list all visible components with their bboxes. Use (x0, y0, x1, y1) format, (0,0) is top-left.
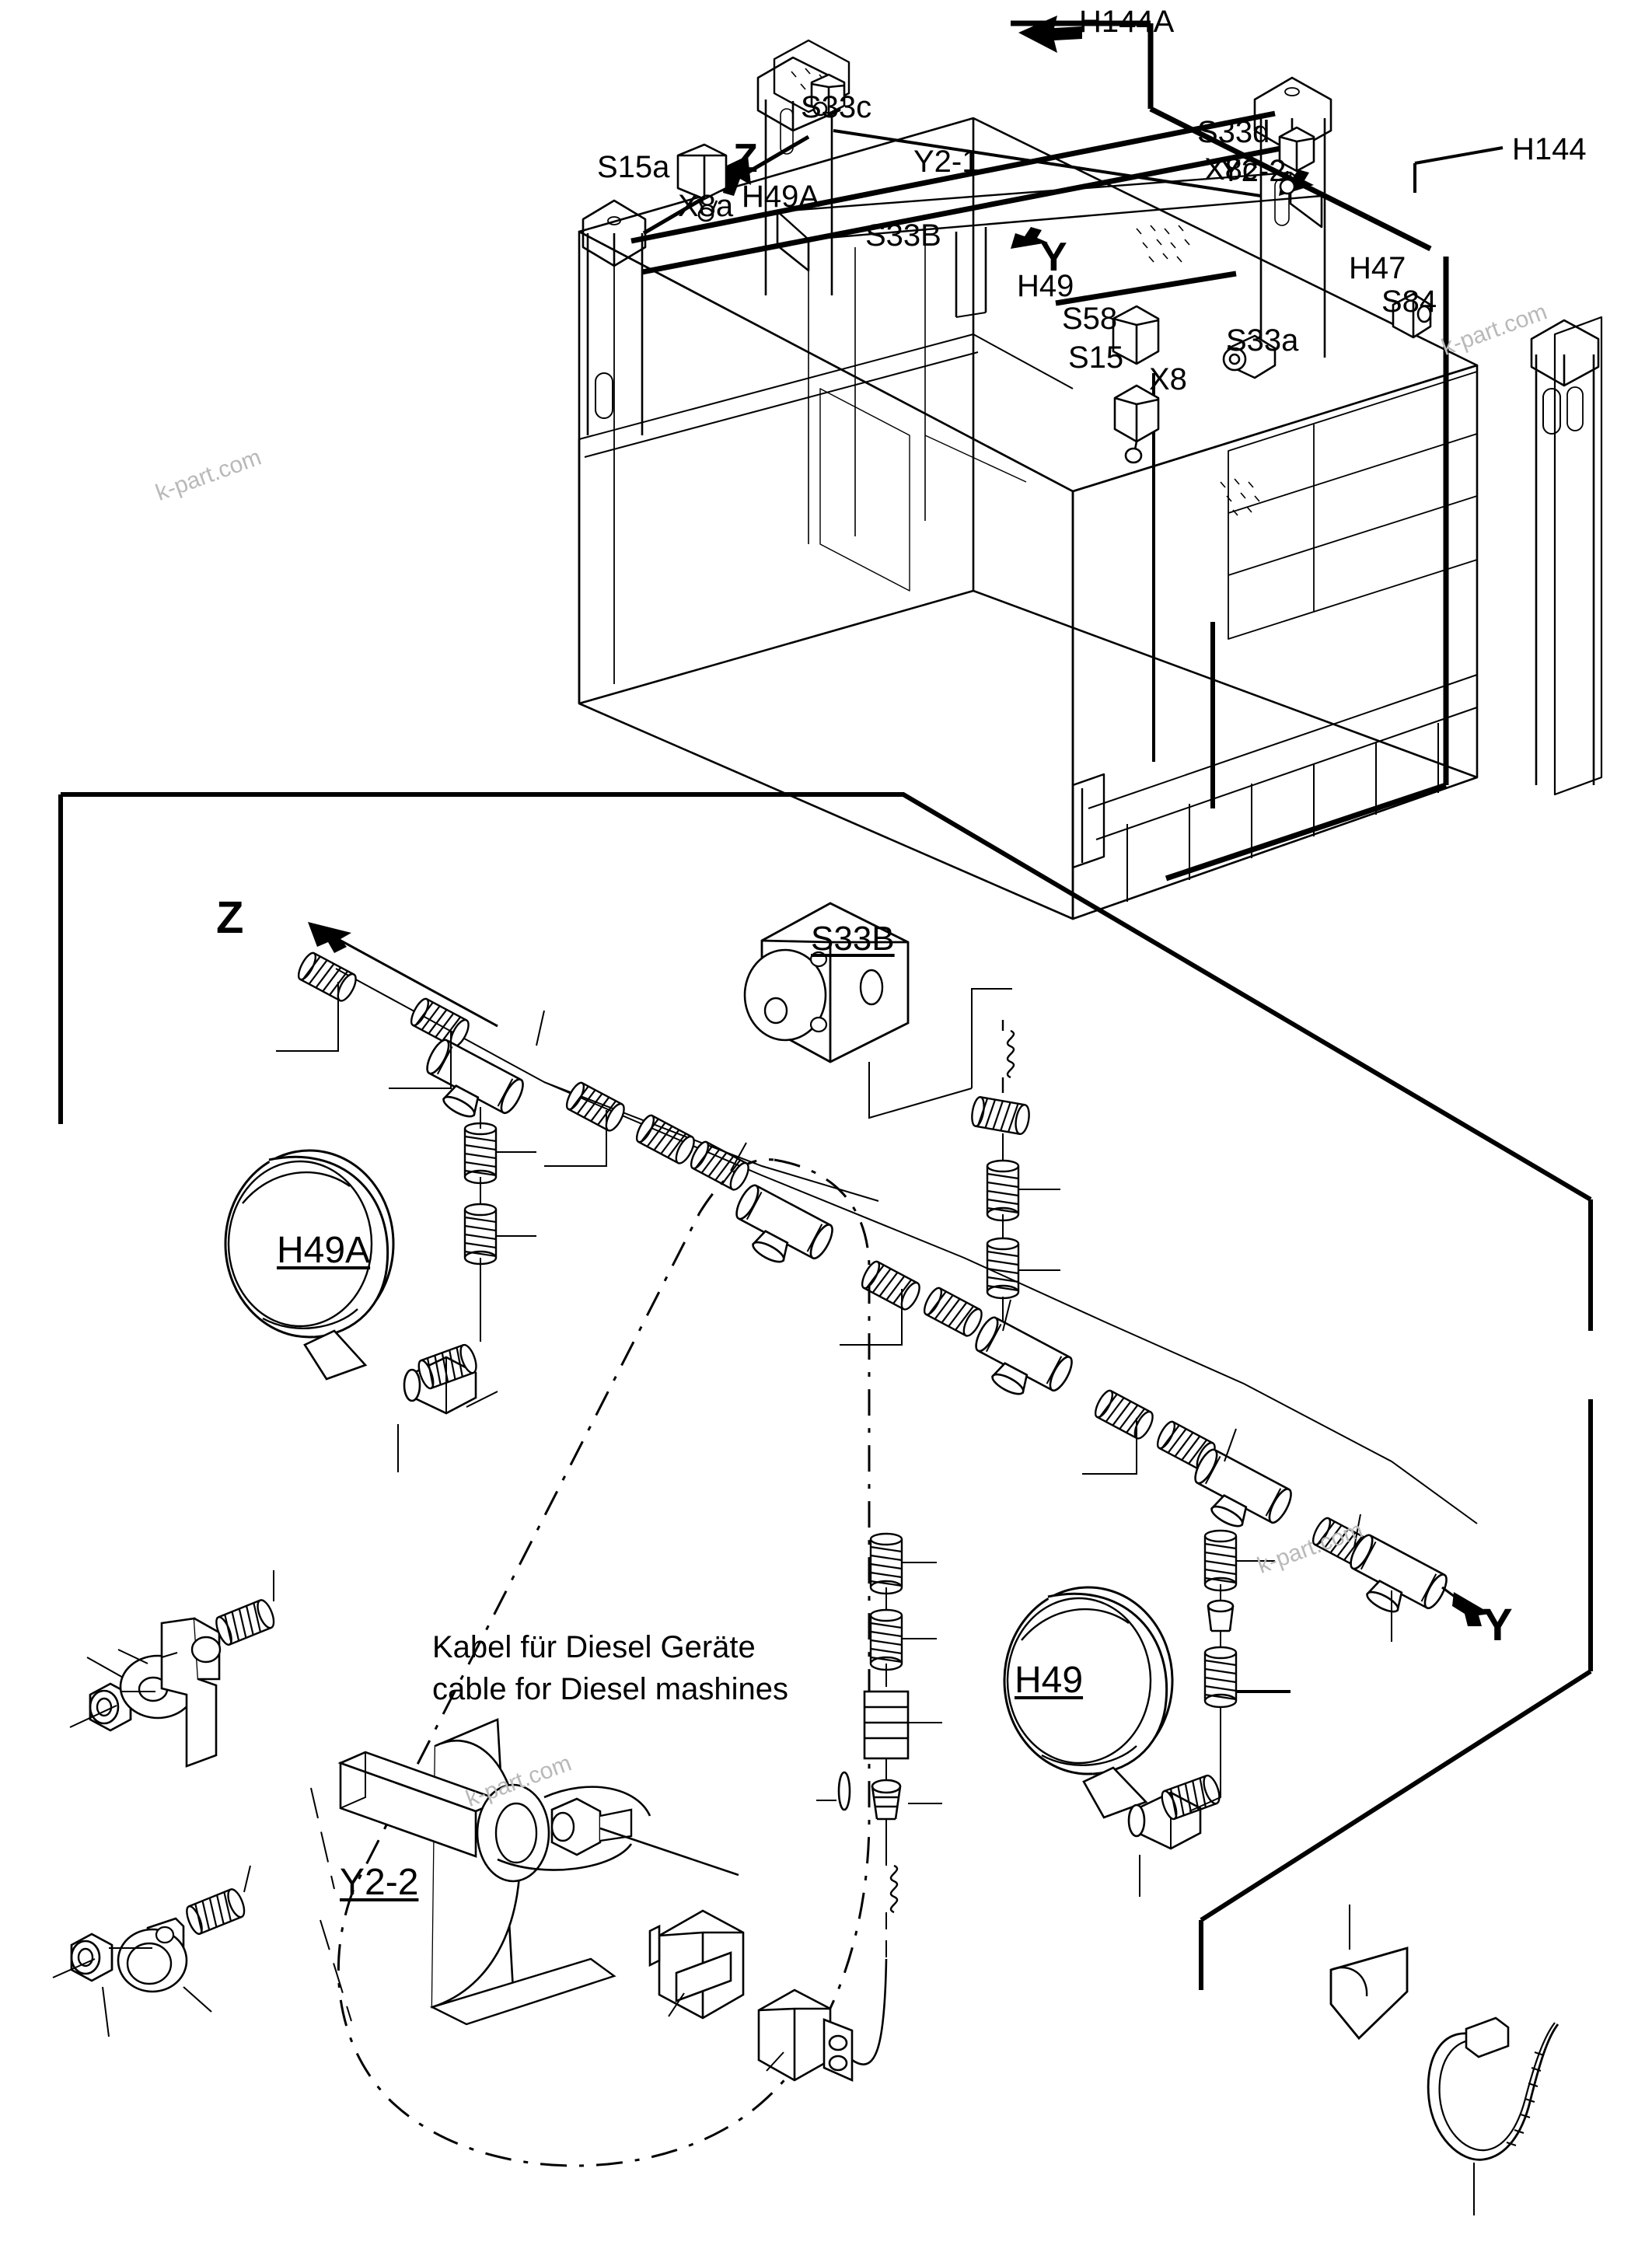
label-s33b-assembly: S33B (865, 218, 941, 253)
label-y-assembly: Y (1040, 235, 1067, 280)
caption-line-en: cable for Diesel mashines (432, 1672, 788, 1706)
label-h47: H47 (1349, 251, 1406, 285)
label-h49-assembly: H49 (1017, 269, 1074, 303)
center-hose-chain-detail (543, 1020, 1491, 1959)
machine-frame-isometric (578, 16, 1603, 920)
label-z-assembly: Z (733, 136, 758, 181)
label-h49-detail: H49 (1015, 1660, 1084, 1701)
label-y2-2-assembly: Y2-2 (1221, 154, 1287, 188)
label-x8: X8 (1149, 362, 1187, 396)
label-s84: S84 (1381, 285, 1437, 319)
label-h49a-assembly: H49A (742, 180, 820, 214)
label-s33c: S33c (801, 90, 872, 124)
label-h49a-detail: H49A (277, 1230, 371, 1271)
diesel-cable-caption: Kabel für Diesel Geräte cable for Diesel… (432, 1626, 788, 1710)
label-z-detail: Z (216, 892, 244, 943)
label-y-detail: Y (1483, 1600, 1513, 1650)
label-s33d: S33d (1197, 115, 1270, 149)
label-h144: H144 (1512, 132, 1587, 166)
label-s33a: S33a (1226, 323, 1299, 358)
label-x8a: X8a (678, 189, 734, 223)
label-y2-2-detail: Y2-2 (340, 1862, 419, 1903)
s33b-block-detail (743, 902, 1012, 1119)
caption-line-de: Kabel für Diesel Geräte (432, 1630, 756, 1664)
detail-panel-border (58, 792, 1593, 1990)
h49-lamp-detail (1003, 1529, 1291, 1897)
diesel-cable-group-outline (337, 1158, 871, 2167)
label-s58: S58 (1062, 302, 1118, 336)
label-x8c: X8c (1204, 152, 1258, 187)
label-h144a: H144A (1079, 5, 1175, 39)
cable-tie-detail (1329, 1905, 1559, 2215)
label-s15: S15 (1068, 340, 1124, 375)
y2-2-sensor-detail (310, 1718, 888, 2083)
label-y2-1: Y2-1 (913, 145, 980, 179)
label-s15a: S15a (597, 150, 670, 184)
mounting-hardware-detail (52, 1570, 278, 2037)
label-s33b-detail: S33B (811, 920, 895, 958)
